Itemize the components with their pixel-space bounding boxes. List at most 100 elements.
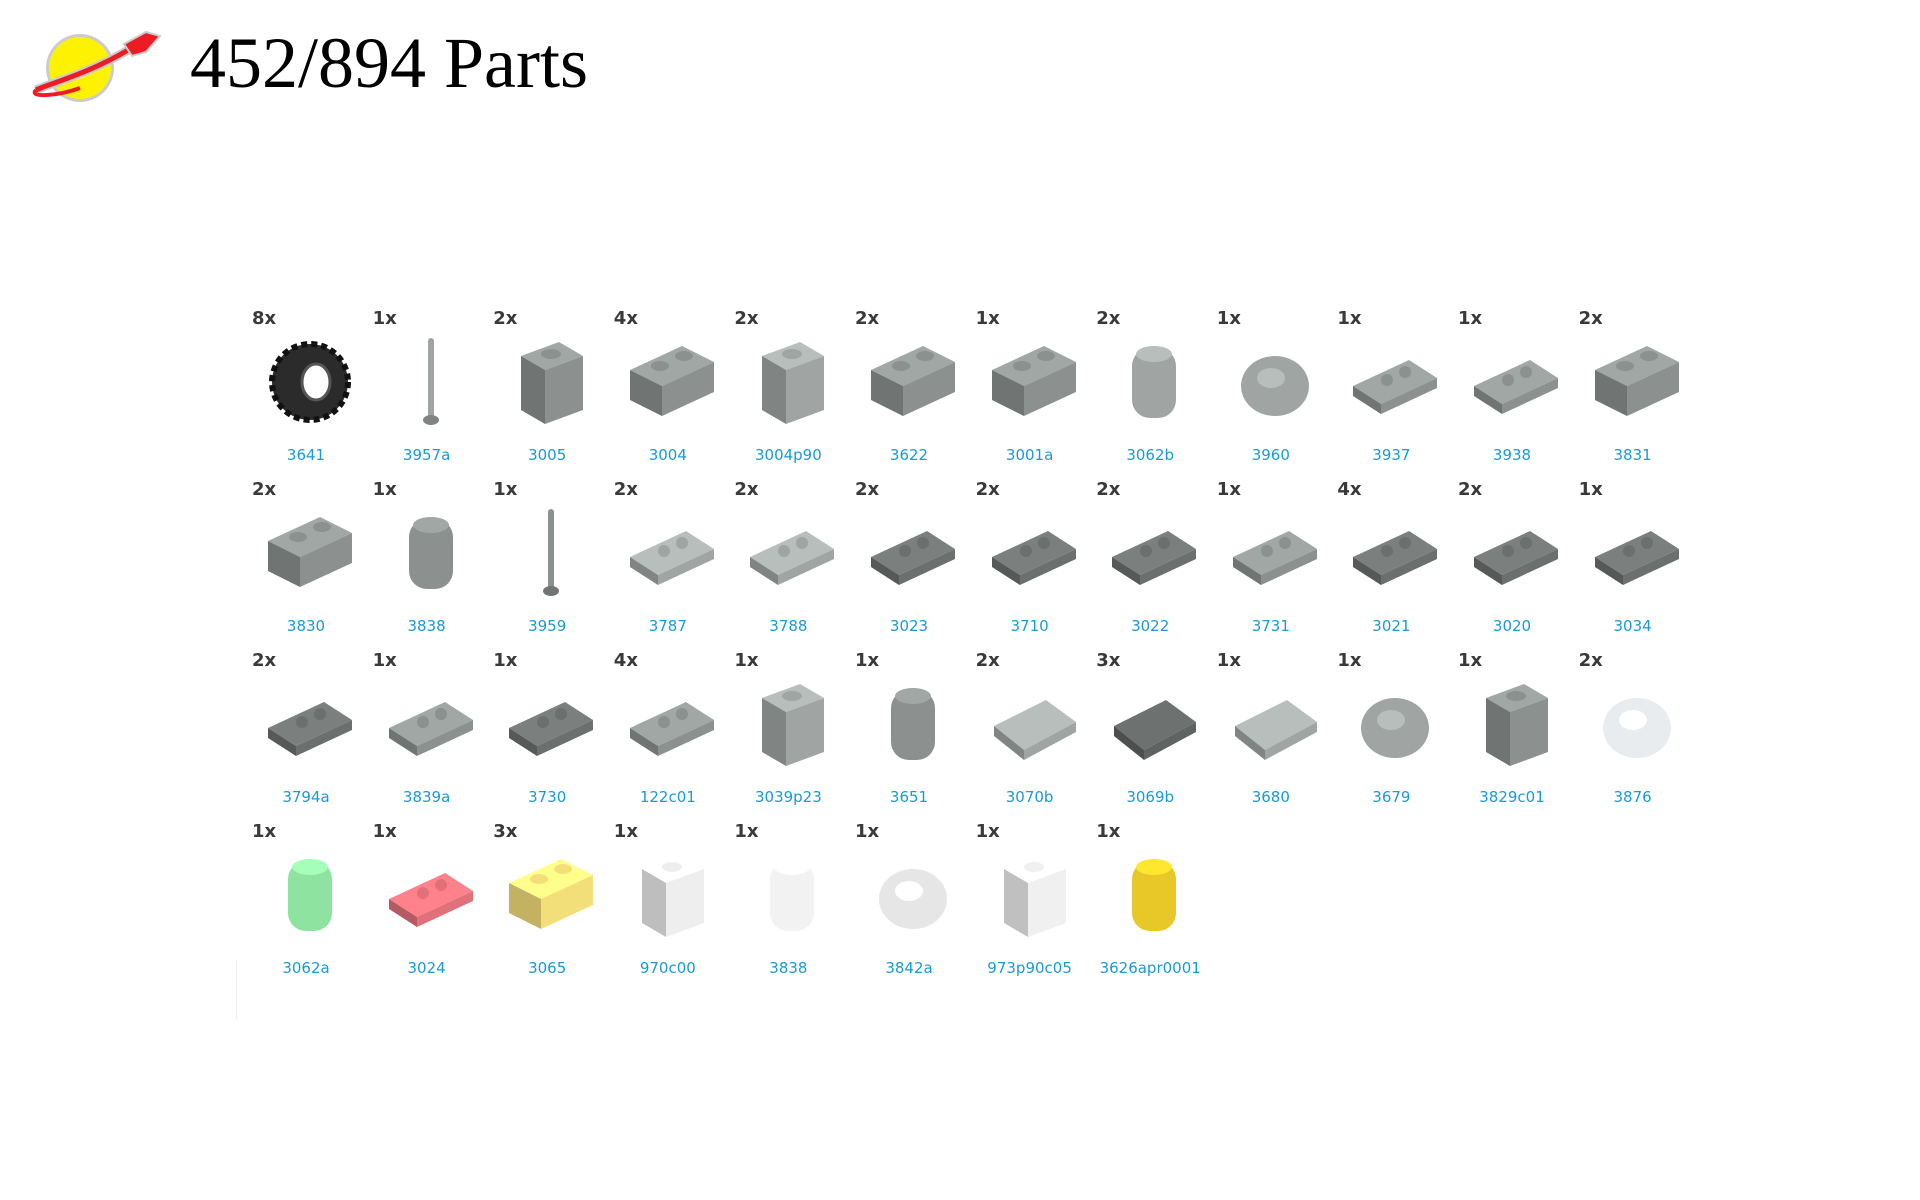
part-image-icon xyxy=(1353,531,1438,585)
part-image-icon xyxy=(422,338,439,425)
part-image-icon xyxy=(641,855,704,937)
part-quantity: 3x xyxy=(493,821,518,842)
part-number-link[interactable]: 3829c01 xyxy=(1479,788,1545,806)
part-number-link[interactable]: 3710 xyxy=(1010,617,1049,635)
part-image-icon xyxy=(521,342,584,424)
part-number-link[interactable]: 3794a xyxy=(282,788,330,806)
part-number-link[interactable]: 3838 xyxy=(769,959,808,977)
part-number-link[interactable]: 3787 xyxy=(648,617,687,635)
header: 452/894 Parts xyxy=(0,0,1920,120)
part-number-link[interactable]: 3065 xyxy=(528,959,567,977)
part-quantity: 1x xyxy=(1337,308,1362,329)
part-image-icon xyxy=(750,531,835,585)
part-number-link[interactable]: 970c00 xyxy=(639,959,696,977)
part-number-link[interactable]: 3876 xyxy=(1613,788,1652,806)
part-quantity: 2x xyxy=(493,308,518,329)
part-number-link[interactable]: 3622 xyxy=(889,446,929,464)
part-number-link[interactable]: 3788 xyxy=(769,617,808,635)
part-card: 2x 3788 xyxy=(728,475,848,641)
part-number-link[interactable]: 3959 xyxy=(528,617,567,635)
part-quantity: 1x xyxy=(1216,308,1241,329)
part-image-icon xyxy=(991,346,1076,416)
part-number-link[interactable]: 3022 xyxy=(1131,617,1170,635)
part-number-link[interactable]: 3680 xyxy=(1251,788,1290,806)
part-number-link[interactable]: 3626apr0001 xyxy=(1099,959,1201,977)
part-number-link[interactable]: 3730 xyxy=(528,788,567,806)
part-quantity: 2x xyxy=(1096,479,1121,500)
part-image-icon xyxy=(1361,698,1430,758)
part-image-icon xyxy=(1486,684,1548,766)
part-quantity: 1x xyxy=(252,821,277,842)
part-number-link[interactable]: 3020 xyxy=(1492,617,1532,635)
part-number-link[interactable]: 3024 xyxy=(407,959,446,977)
part-number-link[interactable]: 3651 xyxy=(889,788,929,806)
part-number-link[interactable]: 3005 xyxy=(528,446,567,464)
part-number-link[interactable]: 3839a xyxy=(402,788,451,806)
part-number-link[interactable]: 3062a xyxy=(282,959,330,977)
part-image-icon xyxy=(509,859,594,929)
part-image-icon xyxy=(762,684,825,766)
part-number-link[interactable]: 3034 xyxy=(1613,617,1652,635)
part-quantity: 8x xyxy=(252,308,277,329)
part-number-link[interactable]: 3937 xyxy=(1372,446,1411,464)
part-image-icon xyxy=(871,346,955,416)
part-quantity: 1x xyxy=(1096,821,1121,842)
part-number-link[interactable]: 3830 xyxy=(286,617,326,635)
part-number-link[interactable]: 973p90c05 xyxy=(987,959,1072,977)
page-title: 452/894 Parts xyxy=(190,23,589,103)
part-quantity: 1x xyxy=(1337,650,1362,671)
part-number-link[interactable]: 122c01 xyxy=(639,788,696,806)
part-card: 1x 3679 xyxy=(1331,646,1451,812)
part-image-icon xyxy=(1234,700,1317,760)
part-quantity: 1x xyxy=(1578,479,1603,500)
part-quantity: 1x xyxy=(1458,308,1483,329)
part-number-link[interactable]: 3001a xyxy=(1005,446,1054,464)
part-number-link[interactable]: 3069b xyxy=(1126,788,1175,806)
part-number-link[interactable]: 3838 xyxy=(407,617,446,635)
part-image-icon xyxy=(1240,356,1309,416)
part-number-link[interactable]: 3731 xyxy=(1251,617,1290,635)
part-card: 2x 3022 xyxy=(1090,475,1210,641)
part-number-link[interactable]: 3004p90 xyxy=(754,446,822,464)
part-quantity: 1x xyxy=(855,650,880,671)
part-card: 1x 3937 xyxy=(1331,304,1451,470)
part-number-link[interactable]: 3957a xyxy=(402,446,451,464)
part-number-link[interactable]: 3004 xyxy=(648,446,687,464)
part-number-link[interactable]: 3039p23 xyxy=(754,788,822,806)
part-number-link[interactable]: 3842a xyxy=(885,959,933,977)
part-card: 1x 3651 xyxy=(849,646,969,812)
part-number-link[interactable]: 3679 xyxy=(1372,788,1411,806)
part-number-link[interactable]: 3070b xyxy=(1005,788,1054,806)
part-quantity: 1x xyxy=(372,308,397,329)
part-quantity: 2x xyxy=(613,479,638,500)
part-image-icon xyxy=(408,517,453,589)
part-quantity: 1x xyxy=(493,650,518,671)
part-number-link[interactable]: 3938 xyxy=(1492,446,1532,464)
part-number-link[interactable]: 3641 xyxy=(286,446,326,464)
part-image-icon xyxy=(288,859,332,931)
part-number-link[interactable]: 3960 xyxy=(1251,446,1290,464)
part-number-link[interactable]: 3021 xyxy=(1372,617,1411,635)
part-number-link[interactable]: 3831 xyxy=(1613,446,1652,464)
part-card: 1x 3959 xyxy=(487,475,607,641)
part-number-link[interactable]: 3023 xyxy=(889,617,929,635)
part-quantity: 2x xyxy=(734,479,759,500)
part-number-link[interactable]: 3062b xyxy=(1126,446,1175,464)
part-card: 2x 3787 xyxy=(608,475,728,641)
part-card: 1x 3062a xyxy=(246,817,366,983)
part-quantity: 1x xyxy=(493,479,518,500)
